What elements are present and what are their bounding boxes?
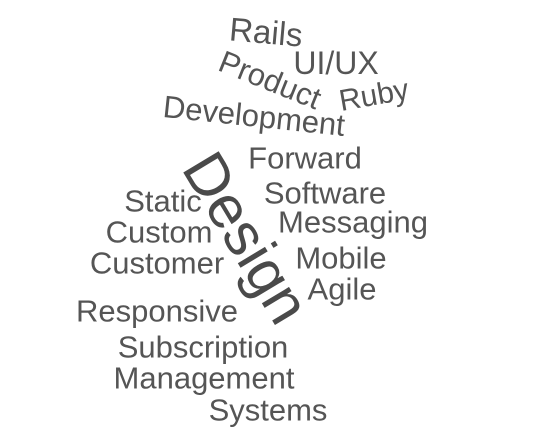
word-systems: Systems [208,392,328,428]
word-agile: Agile [307,271,377,307]
word-software: Software [263,175,387,211]
word-responsive: Responsive [76,293,238,329]
word-customer: Customer [89,245,225,281]
word-messaging: Messaging [278,204,428,240]
word-ruby: Ruby [336,73,412,118]
word-mobile: Mobile [295,240,387,276]
word-subscription: Subscription [117,329,289,365]
word-ui-ux: UI/UX [293,45,379,81]
word-forward: Forward [248,140,362,176]
word-custom: Custom [105,214,213,250]
word-static: Static [124,183,202,219]
word-management: Management [113,360,295,396]
